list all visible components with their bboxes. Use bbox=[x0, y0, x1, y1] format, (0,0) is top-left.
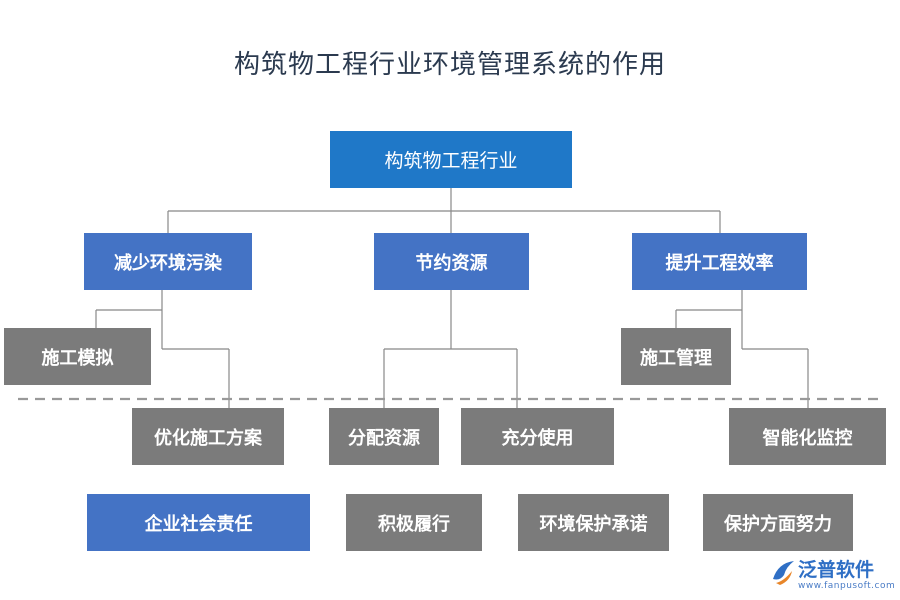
node-construction-management-label: 施工管理 bbox=[640, 347, 712, 369]
node-env-protection-commitment: 环境保护承诺 bbox=[518, 494, 669, 551]
node-improve-efficiency-label: 提升工程效率 bbox=[665, 252, 774, 274]
node-save-resources: 节约资源 bbox=[374, 233, 529, 290]
node-reduce-pollution: 减少环境污染 bbox=[84, 233, 252, 290]
node-protection-efforts: 保护方面努力 bbox=[703, 494, 853, 551]
node-reduce-pollution-label: 减少环境污染 bbox=[114, 252, 222, 274]
node-construction-management: 施工管理 bbox=[621, 328, 731, 385]
diagram-title: 构筑物工程行业环境管理系统的作用 bbox=[233, 50, 666, 80]
node-save-resources-label: 节约资源 bbox=[415, 252, 488, 274]
node-optimize-plan: 优化施工方案 bbox=[132, 408, 284, 465]
node-allocate-resources: 分配资源 bbox=[329, 408, 439, 465]
node-full-use-label: 充分使用 bbox=[501, 427, 574, 449]
node-intelligent-monitoring-label: 智能化监控 bbox=[762, 427, 853, 449]
node-construction-simulation: 施工模拟 bbox=[4, 328, 151, 385]
node-full-use: 充分使用 bbox=[461, 408, 614, 465]
fanpu-logo-icon bbox=[773, 561, 794, 585]
node-actively-fulfill: 积极履行 bbox=[346, 494, 482, 551]
node-improve-efficiency: 提升工程效率 bbox=[632, 233, 807, 290]
node-env-protection-commitment-label: 环境保护承诺 bbox=[539, 513, 648, 535]
node-root-label: 构筑物工程行业 bbox=[384, 150, 518, 172]
node-corporate-responsibility-label: 企业社会责任 bbox=[144, 513, 253, 535]
node-construction-simulation-label: 施工模拟 bbox=[41, 347, 114, 369]
logo-name: 泛普软件 bbox=[798, 559, 875, 581]
node-root: 构筑物工程行业 bbox=[330, 131, 572, 188]
node-optimize-plan-label: 优化施工方案 bbox=[154, 427, 262, 449]
node-actively-fulfill-label: 积极履行 bbox=[378, 513, 450, 535]
node-protection-efforts-label: 保护方面努力 bbox=[724, 513, 832, 535]
brand-logo: 泛普软件 www.fanpusoft.com bbox=[770, 555, 895, 595]
logo-url: www.fanpusoft.com bbox=[798, 581, 896, 591]
node-allocate-resources-label: 分配资源 bbox=[348, 427, 420, 449]
node-intelligent-monitoring: 智能化监控 bbox=[729, 408, 886, 465]
node-corporate-responsibility: 企业社会责任 bbox=[87, 494, 310, 551]
